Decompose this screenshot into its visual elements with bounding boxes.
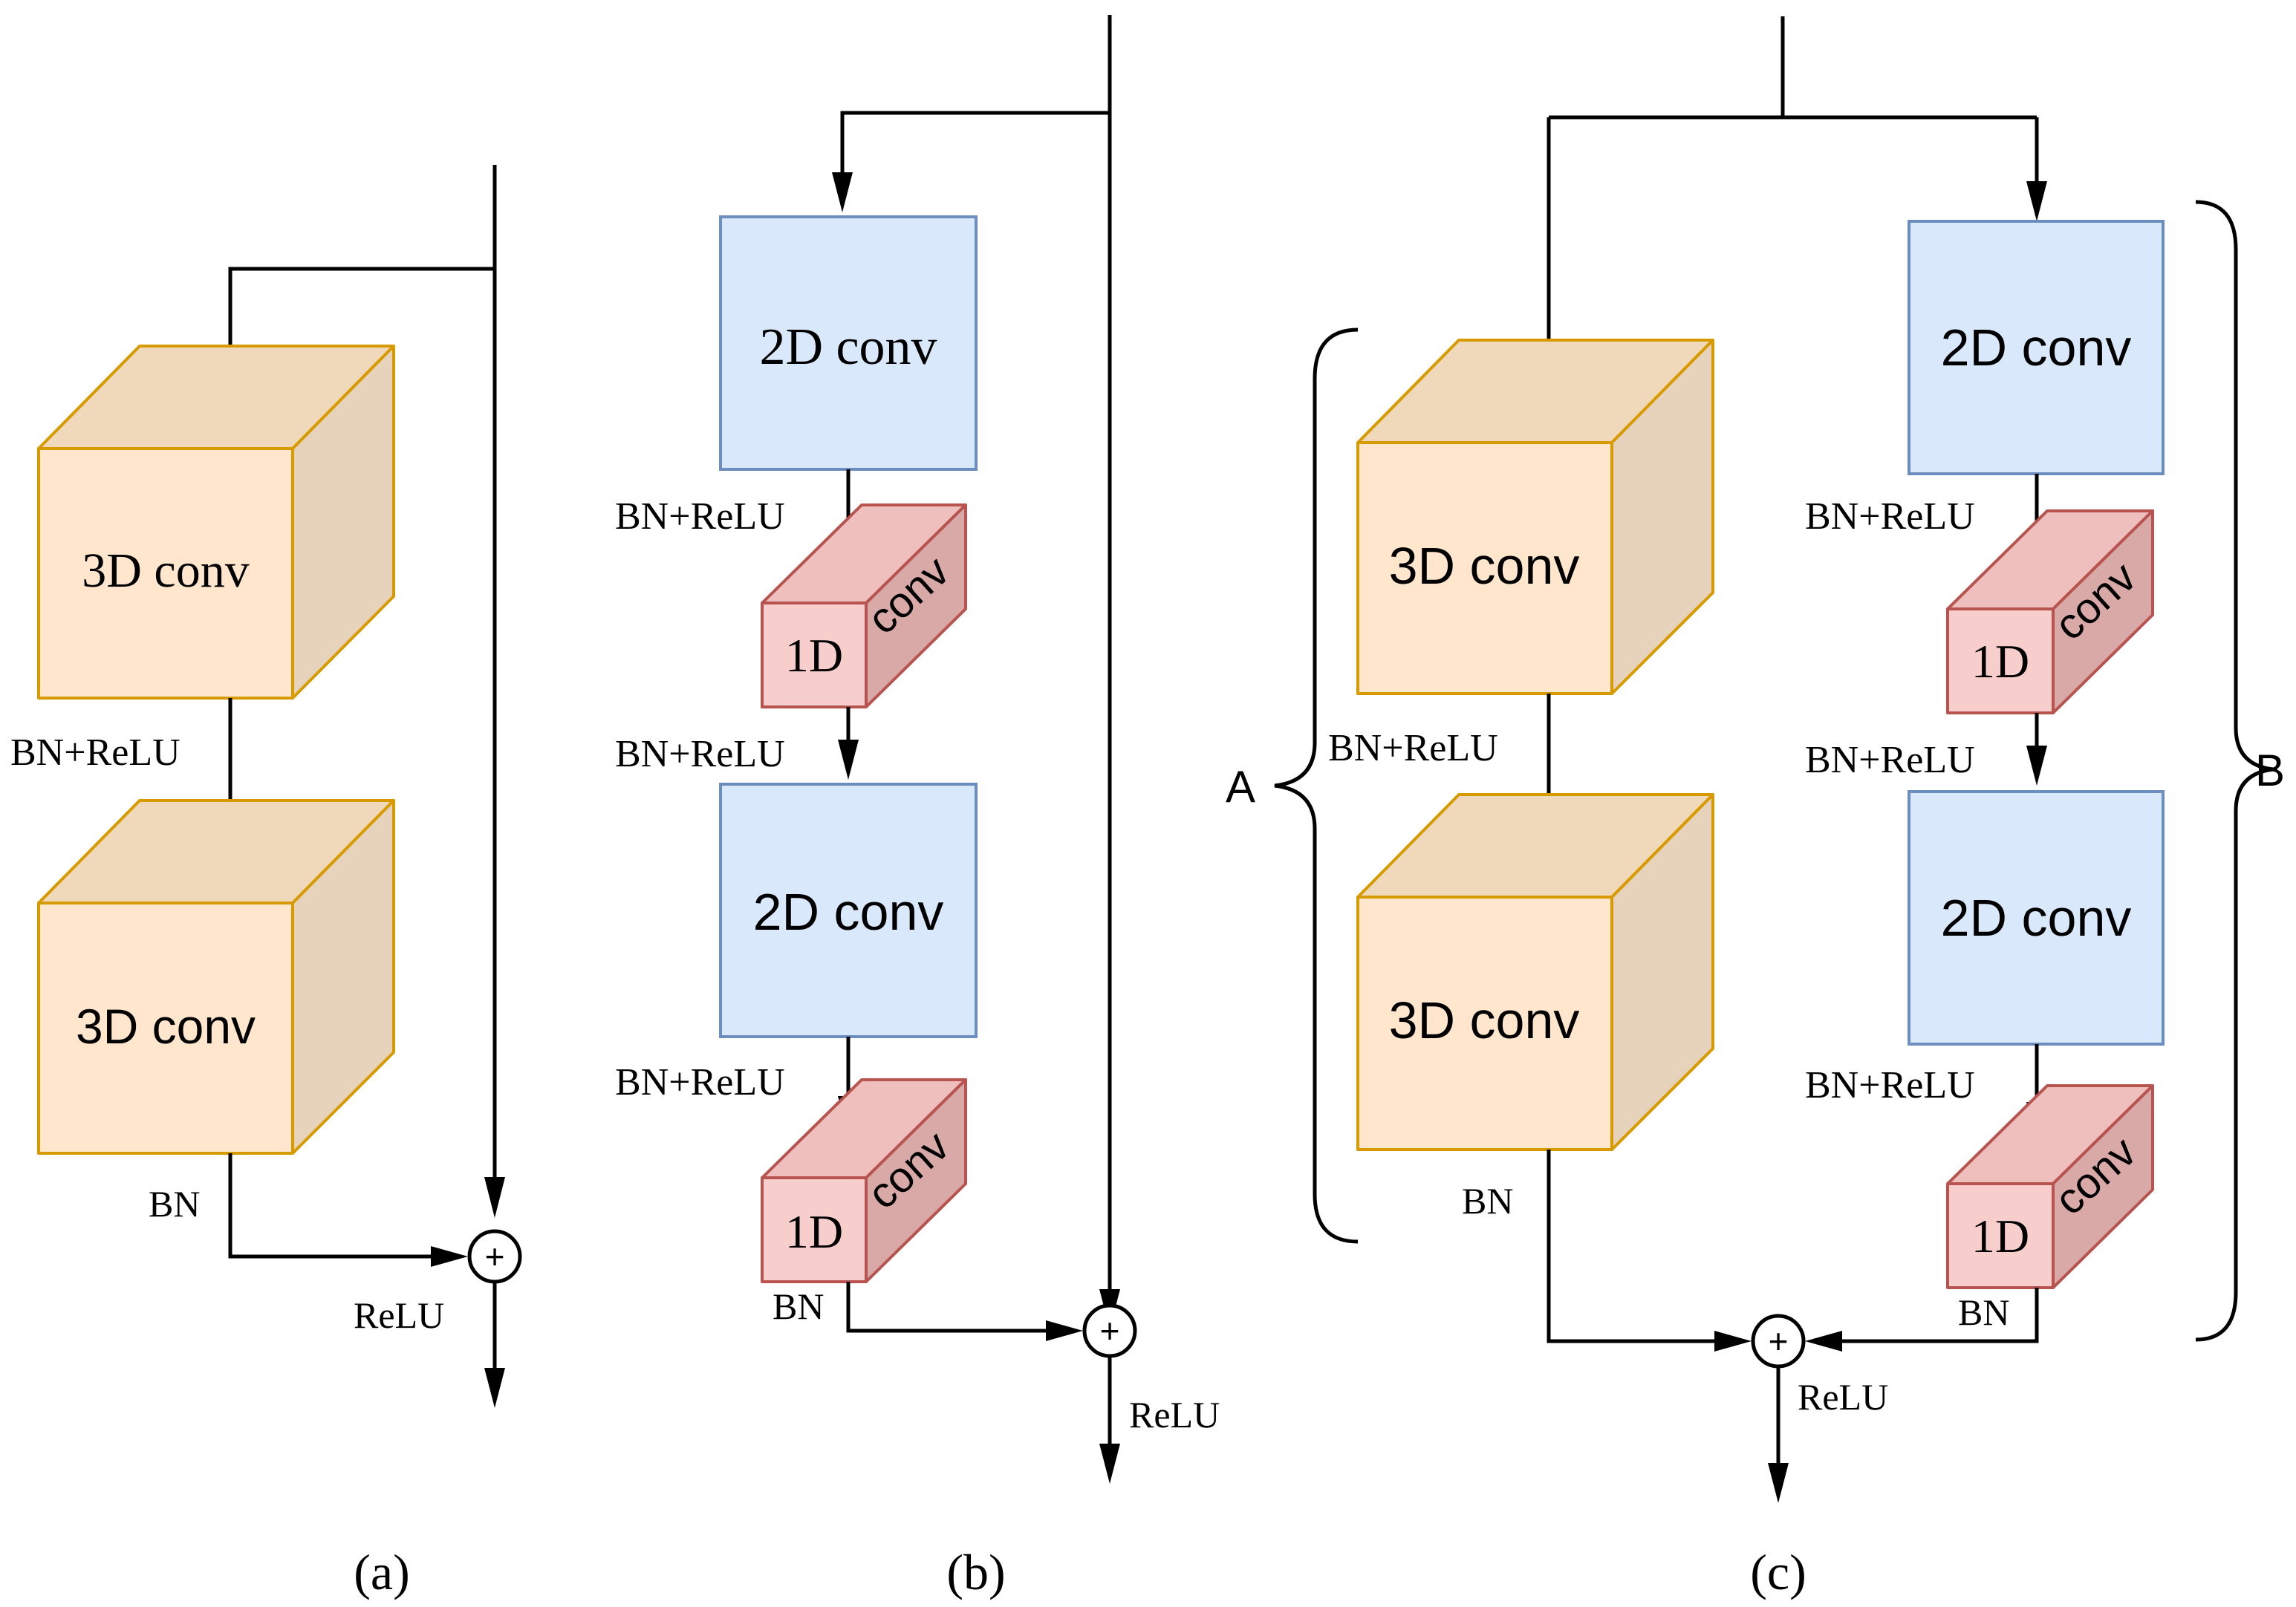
panel-a-relu-label: ReLU xyxy=(354,1294,444,1336)
panel-c-right-arrowhead-2 xyxy=(2026,746,2047,786)
panel-b-output-arrowhead xyxy=(1046,1320,1083,1341)
panel-c-right-output-line xyxy=(1842,1288,2039,1343)
panel-c-conv3d-top: 3D conv xyxy=(1356,339,1714,695)
panel-b-branch-arrowhead xyxy=(832,172,853,212)
panel-c-conv3d-bottom: 3D conv xyxy=(1356,793,1714,1151)
panel-c-left-output-arrowhead xyxy=(1714,1331,1752,1352)
panel-b-conv2d-1-label: 2D conv xyxy=(759,319,937,376)
panel-c-conv2d-2 xyxy=(1908,790,2165,1046)
panel-a: 3D conv BN+ReLU 3D conv BN + ReLU (a) xyxy=(10,165,522,1600)
panel-b-bn-relu-label-1: BN+ReLU xyxy=(615,495,785,538)
panel-b-bn-label: BN xyxy=(773,1285,824,1327)
panel-c-right-bn-relu-label-3: BN+ReLU xyxy=(1805,1064,1975,1106)
panel-a-bn-label: BN xyxy=(149,1183,200,1225)
panel-b-output-line xyxy=(846,1282,1046,1333)
panel-b-arrowhead-2 xyxy=(838,740,859,780)
panel-b-conv2d-2 xyxy=(719,783,978,1038)
panel-b-conv2d-2-label: 2D conv xyxy=(753,883,944,941)
panel-c-left-output-line xyxy=(1547,1150,1714,1343)
panel-c-right-output-arrowhead xyxy=(1805,1331,1842,1352)
panel-b-relu-label: ReLU xyxy=(1129,1394,1220,1435)
panel-c-conv2d-1 xyxy=(1908,220,2165,475)
panel-c-sum-symbol: + xyxy=(1769,1322,1789,1360)
panel-c-conv1d-1-prefix: 1D xyxy=(1971,635,2029,688)
panel-a-bn-relu-label: BN+ReLU xyxy=(10,731,181,774)
panel-c-right-bn-relu-label-2: BN+ReLU xyxy=(1805,739,1975,781)
panel-a-relu-arrowhead xyxy=(484,1368,505,1408)
panel-c-right-bn-relu-label-1: BN+ReLU xyxy=(1805,495,1975,538)
panel-b-caption: (b) xyxy=(946,1544,1005,1600)
panel-a-branch-line xyxy=(228,267,495,355)
panel-a-conv3d-top-label: 3D conv xyxy=(82,544,249,598)
panel-c-left-bn-label: BN xyxy=(1462,1180,1513,1222)
panel-a-conv3d-bottom: 3D conv xyxy=(37,799,395,1155)
panel-c-brace-a-label: A xyxy=(1226,762,1255,812)
panel-a-conv3d-bottom-label: 3D conv xyxy=(76,999,256,1054)
panel-c-conv1d-2: 1D conv xyxy=(1946,1084,2154,1289)
panel-a-output-arrowhead xyxy=(431,1246,468,1267)
panel-b-relu-arrowhead xyxy=(1099,1444,1120,1484)
panel-c: A 3D conv BN+ReLU 3D conv BN 2D conv BN+… xyxy=(1226,16,2285,1600)
panel-b-conv1d-2-prefix: 1D xyxy=(785,1205,843,1258)
panel-c-right-branch-arrowhead xyxy=(2026,181,2047,221)
panel-c-conv1d-2-prefix: 1D xyxy=(1971,1210,2029,1262)
panel-c-right-bn-label: BN xyxy=(1958,1291,2009,1333)
panel-c-conv3d-top-label: 3D conv xyxy=(1389,537,1580,595)
panel-a-output-line xyxy=(228,1153,431,1259)
panel-b-sum-symbol: + xyxy=(1100,1311,1120,1350)
panel-c-relu-arrowhead xyxy=(1768,1463,1789,1503)
panel-b-bn-relu-label-3: BN+ReLU xyxy=(615,1061,785,1104)
panel-b: 2D conv BN+ReLU 1D conv BN+ReLU 2D conv … xyxy=(615,15,1220,1600)
panel-c-conv3d-bottom-label: 3D conv xyxy=(1389,991,1580,1049)
panel-a-conv3d-top: 3D conv xyxy=(37,345,395,700)
panel-c-brace-b-label: B xyxy=(2255,746,2285,795)
panel-a-skip-arrowhead xyxy=(484,1177,505,1218)
panel-c-conv2d-2-label: 2D conv xyxy=(1941,889,2132,947)
panel-b-conv1d-2: 1D conv xyxy=(761,1078,967,1283)
panel-c-left-bn-relu-label: BN+ReLU xyxy=(1328,727,1498,769)
panel-c-relu-label: ReLU xyxy=(1798,1376,1888,1418)
panel-b-conv1d-1-prefix: 1D xyxy=(785,629,843,682)
panel-b-conv1d-1: 1D conv xyxy=(761,503,967,708)
panel-c-conv2d-1-label: 2D conv xyxy=(1941,319,2132,377)
panel-c-caption: (c) xyxy=(1750,1544,1806,1600)
panel-a-caption: (a) xyxy=(354,1544,409,1600)
panel-b-branch-line xyxy=(840,111,1110,172)
panel-c-brace-a xyxy=(1274,327,1359,1244)
panel-b-bn-relu-label-2: BN+ReLU xyxy=(615,733,785,775)
panel-a-sum-symbol: + xyxy=(485,1237,505,1276)
panel-c-conv1d-1: 1D conv xyxy=(1946,509,2154,714)
